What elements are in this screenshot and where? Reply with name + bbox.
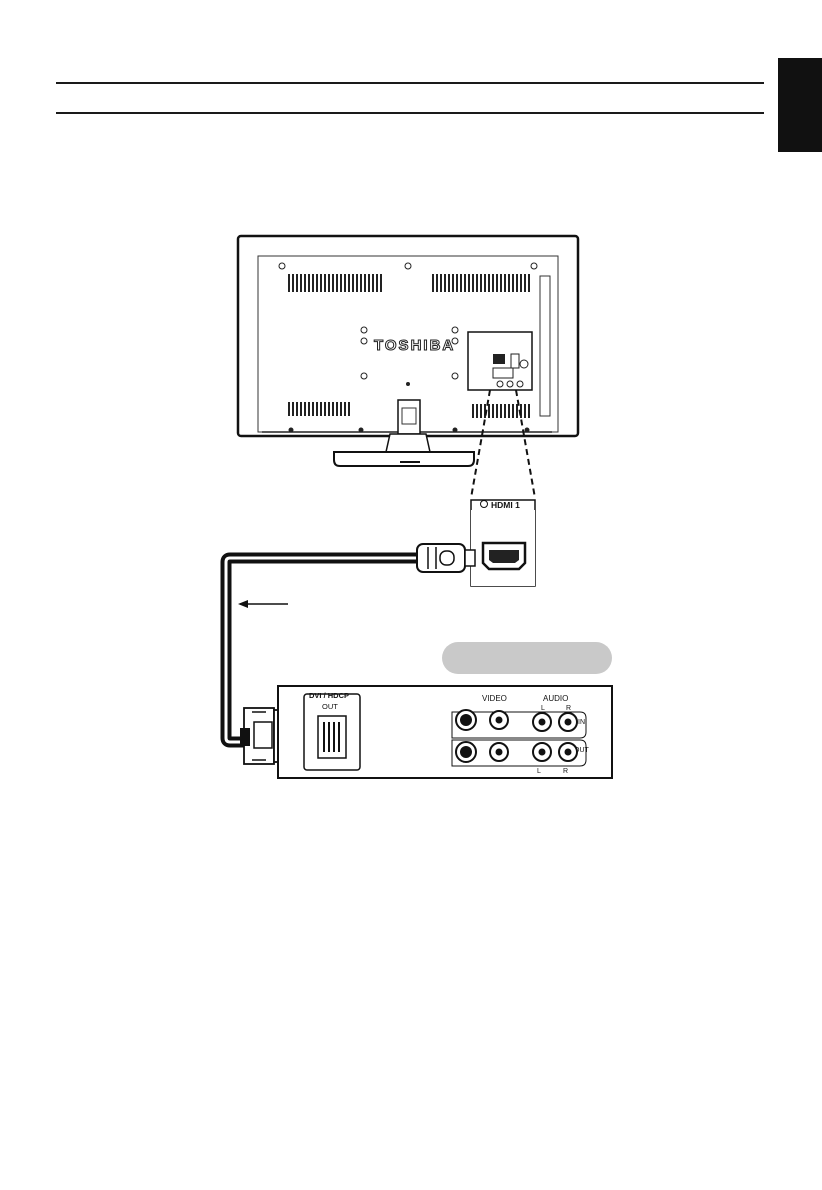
vent-bottom-left [288,402,352,416]
audio-out-left-label: L [537,768,541,775]
dvi-hdcp-label: DVI / HDCP [309,691,349,700]
audio-out-right-jack [559,743,577,761]
vent-bottom-right [470,404,530,418]
audio-in-left-jack [533,713,551,731]
hdmi-port-label: HDMI 1 [491,500,520,510]
device-rear-panel: DVI / HDCP OUT VIDEO AUDIO L R IN OUT L … [278,686,612,778]
svideo-out-jack [456,742,476,762]
video-label: VIDEO [482,694,507,703]
audio-in-right-jack [559,713,577,731]
audio-label: AUDIO [543,694,568,703]
device-label-box [442,642,612,674]
dvi-out-label: OUT [322,702,338,711]
video-in-jack [490,711,508,729]
audio-in-right-label: R [566,705,571,712]
video-out-jack [490,743,508,761]
tv-brand-logo: TOSHIBA [374,337,455,354]
hdmi-port-detail: HDMI 1 [471,500,535,586]
vent-top-right [432,274,532,292]
signal-direction-arrow [238,600,288,608]
audio-in-left-label: L [541,705,545,712]
audio-out-left-jack [533,743,551,761]
vent-top-left [286,274,382,292]
audio-out-right-label: R [563,768,568,775]
in-row-label: IN [578,719,585,726]
svideo-in-jack [456,710,476,730]
